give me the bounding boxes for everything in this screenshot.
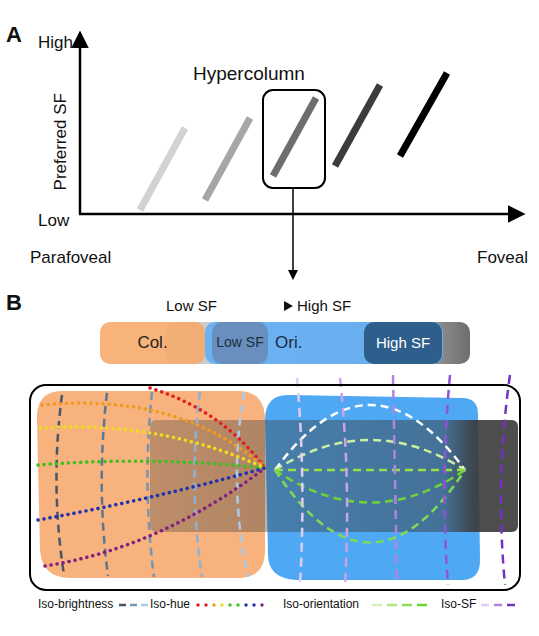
legend-label: Iso-brightness	[38, 597, 113, 611]
legend-entry: Iso-hue	[150, 598, 190, 611]
hypercolumn-bar	[273, 98, 316, 176]
sf-gradient-arrow	[230, 305, 288, 308]
legend-sample	[130, 604, 137, 607]
legend-sample	[507, 604, 515, 607]
iso-orientation-line	[275, 405, 465, 470]
selection-box	[263, 90, 325, 188]
legend-sample	[220, 603, 223, 606]
sf-band	[165, 322, 470, 364]
legend-label: Iso-SF	[441, 597, 476, 611]
iso-hue-line	[38, 461, 265, 468]
hypercolumn-frame	[30, 385, 520, 590]
y-axis	[79, 34, 82, 214]
box-label: Col.	[137, 334, 167, 353]
iso-hue-line	[45, 468, 265, 566]
hypercolumn-bar	[205, 118, 250, 200]
hypercolumn-bar	[335, 85, 380, 166]
hypercolumn-bar	[140, 128, 185, 210]
axis-end-label: Foveal	[477, 248, 528, 268]
sf-domain	[150, 420, 518, 532]
hypercolumn-bar	[400, 73, 447, 156]
iso-hue-line	[150, 388, 265, 468]
legend-sample	[119, 604, 126, 607]
axis-end-label: Parafoveal	[30, 248, 111, 268]
legend-label: Iso-hue	[150, 597, 190, 611]
iso-hue-line	[42, 403, 265, 468]
legend-sample	[387, 604, 397, 607]
legend-entry: Iso-brightness	[38, 598, 113, 611]
axis-title: Preferred SF	[51, 92, 71, 192]
sf-arrow-head	[284, 301, 293, 311]
iso-brightness-line	[237, 392, 248, 577]
iso-brightness-line	[56, 395, 64, 575]
legend-sample	[372, 604, 382, 607]
legend-sample	[252, 603, 255, 606]
iso-sf-line	[393, 375, 397, 585]
domain-box: Low SF	[212, 322, 268, 364]
box-label: Low SF	[216, 335, 263, 350]
x-axis	[79, 213, 522, 216]
legend-sample	[244, 603, 247, 606]
iso-brightness-line	[147, 392, 154, 577]
iso-sf-line	[340, 378, 347, 585]
legend-sample	[481, 604, 489, 607]
legend-sample	[141, 604, 148, 607]
legend-sample	[260, 603, 263, 606]
legend-entry: Iso-SF	[441, 598, 476, 611]
panel-title: Hypercolumn	[193, 63, 305, 85]
legend-entry: Iso-orientation	[283, 598, 359, 611]
legend-sample	[236, 603, 239, 606]
iso-sf-line	[444, 375, 450, 585]
iso-sf-line	[501, 375, 510, 585]
legend-sample	[494, 604, 502, 607]
legend-sample	[196, 603, 199, 606]
axis-tick-label: High	[38, 33, 73, 53]
legend-label: Iso-orientation	[283, 597, 359, 611]
iso-brightness-line	[102, 393, 108, 576]
box-label: High SF	[376, 335, 430, 352]
iso-sf-line	[297, 378, 302, 585]
legend-sample	[228, 603, 231, 606]
gradient-label: High SF	[297, 297, 351, 314]
iso-orientation-line	[275, 440, 465, 470]
iso-orientation-line	[275, 469, 465, 472]
axis-tick-label: Low	[38, 211, 69, 231]
legend-sample	[402, 604, 412, 607]
gradient-label: Low SF	[166, 297, 217, 314]
legend-sample	[212, 603, 215, 606]
legend-sample	[417, 604, 427, 607]
domain-box: High SF	[364, 322, 442, 364]
panel-letter: A	[6, 22, 22, 47]
zoom-arrow	[292, 188, 294, 278]
box-label: Ori.	[275, 334, 302, 353]
domain-box: Col.	[100, 322, 205, 364]
panel-letter: B	[6, 290, 22, 315]
legend-sample	[204, 603, 207, 606]
